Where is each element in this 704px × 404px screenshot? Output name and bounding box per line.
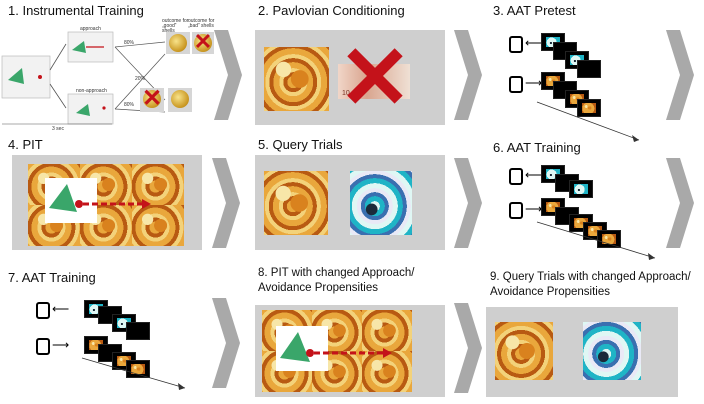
screen [126,360,150,378]
panel-7-title: 7. AAT Training [8,270,96,285]
non-approach-label: non-approach [76,88,107,94]
cross-icon: ✕ [338,28,412,127]
panel-6-title: 6. AAT Training [493,140,581,155]
panel-9-title-line1: 9. Query Trials with changed Approach/ [490,271,691,283]
chevron-arrow-icon [666,30,694,120]
chevron-arrow-icon [214,30,242,120]
time-arrow [536,221,656,260]
panel-4-title: 4. PIT [8,137,43,152]
cross-icon: ✕ [193,29,213,54]
panel-5-title: 5. Query Trials [258,137,343,152]
chevron-arrow-icon [454,303,482,393]
pit-shell-arrow [49,184,151,212]
pull-hand-icon: ⟶ [525,76,543,90]
time-arrow [81,357,186,390]
push-hand-icon: ⟵ [525,36,543,50]
push-hand-icon: ⟵ [525,168,543,182]
aat-training-diagram-2: ⟵ ⟶ [30,294,190,394]
chevron-arrow-icon [454,30,482,120]
push-hand-icon: ⟵ [52,302,70,316]
pull-hand-icon: ⟶ [52,338,70,352]
panel-8-title-line1: 8. PIT with changed Approach/ [258,267,415,279]
coin-icon [169,34,187,52]
joystick-icon [509,168,523,185]
cross-icon: ✕ [141,85,163,112]
panel-9-title: 9. Query Trials with changed Approach/ A… [490,270,704,300]
approach-label: approach [80,26,101,32]
joystick-icon [509,202,523,219]
pct-top: 80% [124,40,135,46]
joystick-icon [509,76,523,93]
chevron-arrow-icon [212,158,240,248]
swirl-stimulus-image [583,322,641,380]
chevron-arrow-icon [212,298,240,388]
joystick-icon [36,338,50,355]
aat-training-diagram-1: ⟵ ⟶ [505,162,656,262]
pct-mid: 20% [135,76,146,82]
shell-stimulus-image [264,47,329,111]
coin-icon [194,34,212,52]
panel-2-title: 2. Pavlovian Conditioning [258,3,405,18]
banknote-value: 10 [342,90,350,97]
screen [569,180,593,198]
flow-arrows [1,31,166,125]
banknote-image: 10 [338,64,410,99]
pct-bot: 80% [124,102,135,108]
coin-icon [143,90,161,108]
pull-hand-icon: ⟶ [525,202,543,216]
time-label: 3 sec [52,126,64,132]
screen [597,230,621,248]
joystick-icon [509,36,523,53]
shell-stimulus-image [264,171,328,235]
screen [126,322,150,340]
aat-pretest-diagram: ⟵ ⟶ [505,30,655,142]
joystick-icon [36,302,50,319]
shell-stimulus-image [495,322,553,380]
swirl-stimulus-image [350,171,412,235]
pit-shell-arrow [280,332,392,362]
coin-icon [171,90,189,108]
chevron-arrow-icon [666,158,694,248]
screen [577,60,601,78]
time-arrow [536,101,640,142]
screen [577,99,601,117]
instrumental-training-diagram: approach non-approach 80% 20% 80% outcom… [0,18,215,135]
panel-3-title: 3. AAT Pretest [493,3,576,18]
panel-9-title-line2: Avoidance Propensities [490,286,610,298]
panel-8-title: 8. PIT with changed Approach/ Avoidance … [258,266,478,296]
panel-8-title-line2: Avoidance Propensities [258,282,378,294]
panel-1-title: 1. Instrumental Training [8,3,144,18]
outcome-bad-label: outcome for „bad“ shells [188,18,215,29]
outcome-good-label: outcome for „good“ shells [162,18,189,34]
chevron-arrow-icon [454,158,482,248]
